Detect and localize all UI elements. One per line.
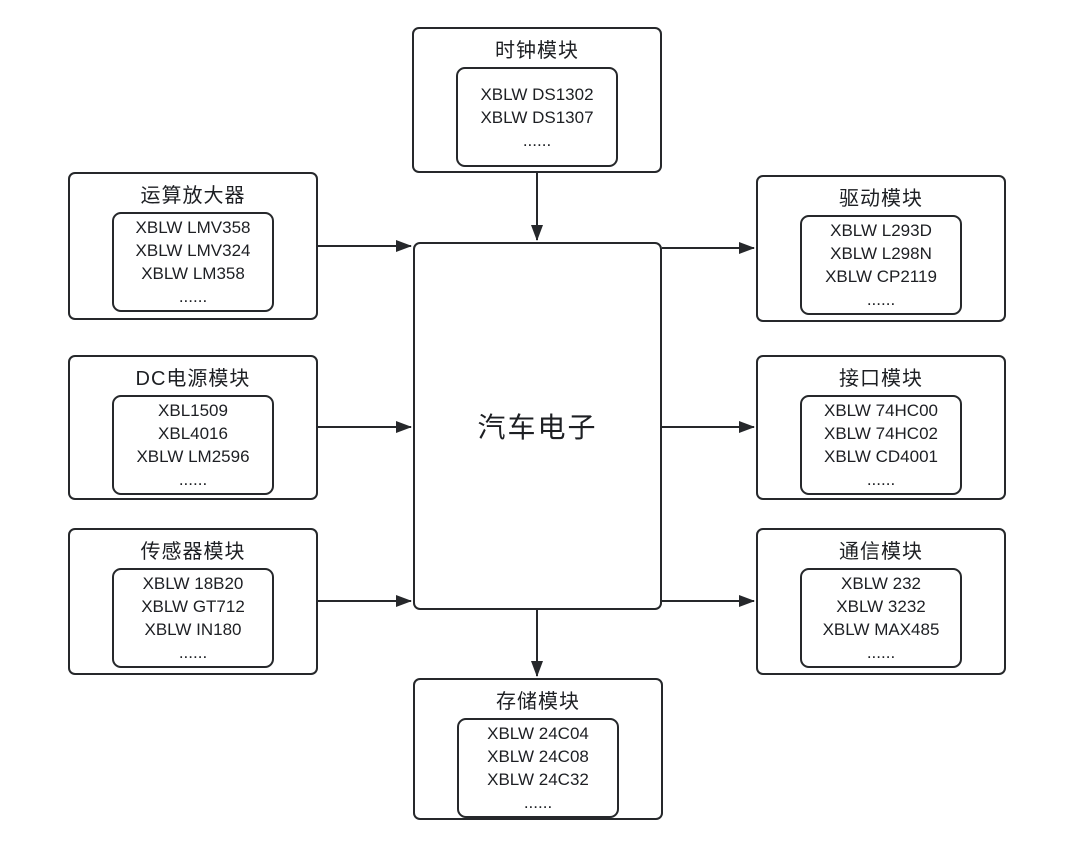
chip-item: XBLW DS1302: [480, 84, 594, 104]
chip-item: XBLW 24C04: [487, 724, 589, 743]
module-sensor: 传感器模块 XBLW 18B20 XBLW GT712 XBLW IN180 .…: [68, 528, 318, 675]
chip-item: XBLW 18B20: [142, 574, 244, 593]
module-title: 传感器模块: [140, 541, 246, 563]
chip-list: XBLW LMV358 XBLW LMV324 XBLW LM358 .....…: [112, 212, 274, 312]
chip-ellipsis: ......: [866, 470, 896, 489]
chip-ellipsis: ......: [523, 793, 553, 812]
chip-ellipsis: ......: [178, 643, 208, 662]
chip-item: XBLW L293D: [830, 221, 932, 240]
chip-list: XBLW 24C04 XBLW 24C08 XBLW 24C32 ......: [457, 718, 619, 818]
chip-item: XBLW 3232: [836, 597, 926, 616]
module-storage: 存储模块 XBLW 24C04 XBLW 24C08 XBLW 24C32 ..…: [413, 678, 663, 820]
chip-list: XBL1509 XBL4016 XBLW LM2596 ......: [112, 395, 274, 495]
chip-item: XBLW 232: [840, 574, 921, 593]
chip-item: XBLW IN180: [144, 620, 242, 639]
center-node: 汽车电子: [413, 242, 662, 610]
chip-item: XBLW 74HC00: [823, 401, 938, 420]
module-title: 驱动模块: [839, 188, 923, 210]
module-interface: 接口模块 XBLW 74HC00 XBLW 74HC02 XBLW CD4001…: [756, 355, 1006, 500]
module-title: 通信模块: [839, 541, 923, 563]
module-title: 时钟模块: [495, 40, 579, 62]
module-title: 接口模块: [839, 368, 923, 390]
chip-ellipsis: ......: [522, 130, 552, 150]
module-opamp: 运算放大器 XBLW LMV358 XBLW LMV324 XBLW LM358…: [68, 172, 318, 320]
module-title: 运算放大器: [140, 185, 246, 207]
chip-item: XBLW MAX485: [822, 620, 940, 639]
chip-item: XBLW CD4001: [823, 447, 938, 466]
chip-list: XBLW 74HC00 XBLW 74HC02 XBLW CD4001 ....…: [800, 395, 962, 495]
chip-item: XBLW LM358: [141, 264, 245, 283]
module-drive: 驱动模块 XBLW L293D XBLW L298N XBLW CP2119 .…: [756, 175, 1006, 322]
center-node-label: 汽车电子: [477, 412, 598, 443]
chip-item: XBLW LM2596: [136, 447, 250, 466]
chip-item: XBLW DS1307: [480, 107, 594, 127]
chip-item: XBLW CP2119: [825, 267, 937, 286]
chip-item: XBLW 24C08: [487, 747, 589, 766]
chip-item: XBLW 74HC02: [823, 424, 938, 443]
module-dc-power: DC电源模块 XBL1509 XBL4016 XBLW LM2596 .....…: [68, 355, 318, 500]
module-title: DC电源模块: [135, 368, 251, 390]
chip-list: XBLW L293D XBLW L298N XBLW CP2119 ......: [800, 215, 962, 315]
module-communication: 通信模块 XBLW 232 XBLW 3232 XBLW MAX485 ....…: [756, 528, 1006, 675]
chip-item: XBLW 24C32: [487, 770, 589, 789]
chip-ellipsis: ......: [866, 290, 896, 309]
chip-item: XBLW LMV324: [135, 241, 251, 260]
chip-item: XBLW L298N: [830, 244, 932, 263]
chip-list: XBLW 18B20 XBLW GT712 XBLW IN180 ......: [112, 568, 274, 668]
chip-item: XBL1509: [158, 401, 228, 420]
chip-ellipsis: ......: [866, 643, 896, 662]
module-clock: 时钟模块 XBLW DS1302 XBLW DS1307 ......: [412, 27, 662, 173]
chip-item: XBLW LMV358: [135, 218, 251, 237]
chip-ellipsis: ......: [178, 470, 208, 489]
chip-ellipsis: ......: [178, 287, 208, 306]
chip-item: XBL4016: [158, 424, 228, 443]
chip-list: XBLW 232 XBLW 3232 XBLW MAX485 ......: [800, 568, 962, 668]
chip-item: XBLW GT712: [141, 597, 245, 616]
module-title: 存储模块: [496, 691, 580, 713]
chip-list: XBLW DS1302 XBLW DS1307 ......: [456, 67, 618, 167]
